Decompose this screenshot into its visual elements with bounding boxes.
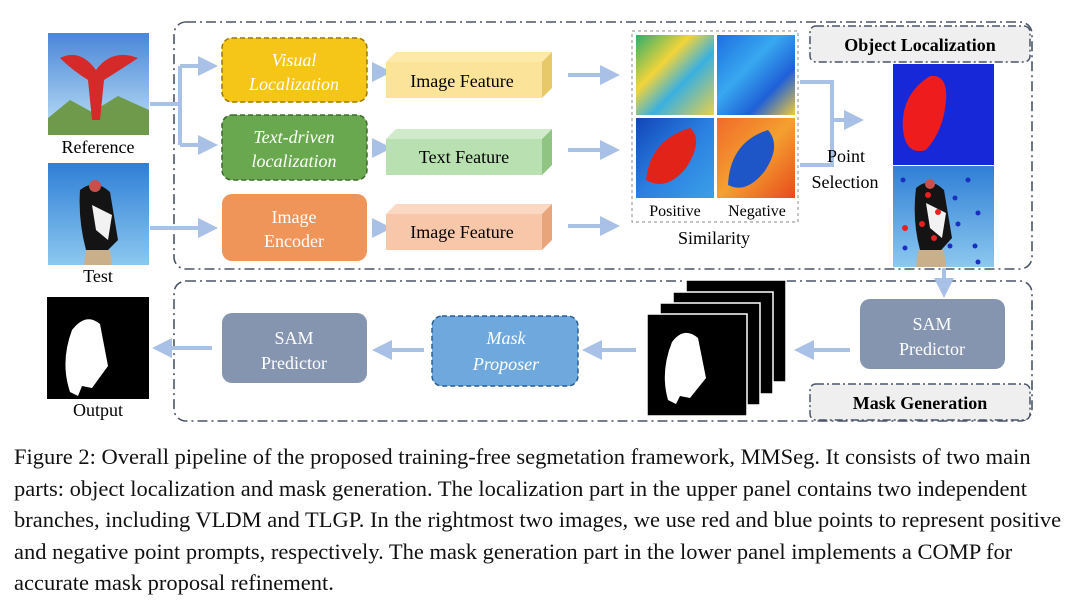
reference-connector: [150, 56, 218, 155]
upper-panel-frame: [173, 21, 1033, 270]
pipeline-diagram: Reference Test Visual Localization Text-…: [47, 21, 1033, 422]
image-encoder-line2: Encoder: [264, 231, 324, 251]
mask-proposer-line2: Proposer: [472, 354, 540, 374]
output-label: Output: [73, 400, 123, 420]
positive-points: [902, 192, 941, 241]
mask-stack: [646, 279, 787, 417]
image-feature-bottom: [386, 204, 552, 250]
image-encoder-box: [222, 194, 367, 261]
mask-generation-tag: [809, 383, 1031, 421]
object-localization-tag: [809, 25, 1031, 63]
negative-points: [900, 177, 981, 265]
sam-predictor-right-box: [860, 299, 1005, 369]
text-feature-label: Text Feature: [419, 147, 509, 167]
feature-to-similarity-arrows: [568, 65, 620, 236]
mask-proposer-box: [431, 315, 579, 387]
mask-prediction-image: [893, 64, 994, 165]
object-localization-title: Object Localization: [844, 35, 995, 55]
similarity-map-top-right: [717, 35, 795, 115]
text-driven-line1: Text-driven: [253, 127, 334, 147]
image-feature-bottom-label: Image Feature: [410, 222, 513, 242]
point-prompt-image: [893, 166, 994, 267]
text-driven-line2: localization: [252, 151, 337, 171]
point-selection-line2: Selection: [812, 172, 879, 192]
positive-region: [646, 128, 697, 184]
positive-label: Positive: [649, 203, 701, 220]
sam-predictor-right-line1: SAM: [912, 314, 951, 334]
reference-label: Reference: [62, 137, 135, 157]
visual-localization-line1: Visual: [272, 50, 317, 70]
image-feature-top-label: Image Feature: [410, 71, 513, 91]
negative-label: Negative: [728, 203, 786, 220]
negative-region: [728, 130, 775, 188]
test-image: [48, 163, 149, 265]
image-encoder-line1: Image: [272, 207, 317, 227]
point-selection-line1: Point: [827, 146, 865, 166]
sam-predictor-right-line2: Predictor: [899, 339, 965, 359]
mask-generation-title: Mask Generation: [853, 393, 988, 413]
point-selection-connector: [800, 80, 864, 167]
figure-caption: Figure 2: Overall pipeline of the propos…: [14, 444, 1062, 595]
text-driven-localization-box: [221, 114, 368, 181]
image-feature-top: [386, 52, 552, 98]
output-mask-image: [47, 297, 149, 399]
lower-panel-frame: [173, 280, 1033, 422]
text-feature: [386, 129, 552, 175]
sam-predictor-left-line2: Predictor: [261, 353, 327, 373]
test-label: Test: [83, 266, 113, 286]
reference-image: [48, 33, 149, 135]
sam-predictor-left-box: [222, 313, 367, 383]
visual-localization-box: [221, 37, 368, 103]
sam-predictor-left-line1: SAM: [274, 328, 313, 348]
module-to-feature-arrows: [372, 62, 392, 238]
mask-proposer-line1: Mask: [486, 328, 527, 348]
similarity-caption: Similarity: [678, 228, 750, 248]
similarity-frame: [631, 30, 799, 223]
similarity-map-top-left: [636, 35, 714, 115]
visual-localization-line2: Localization: [248, 74, 339, 94]
